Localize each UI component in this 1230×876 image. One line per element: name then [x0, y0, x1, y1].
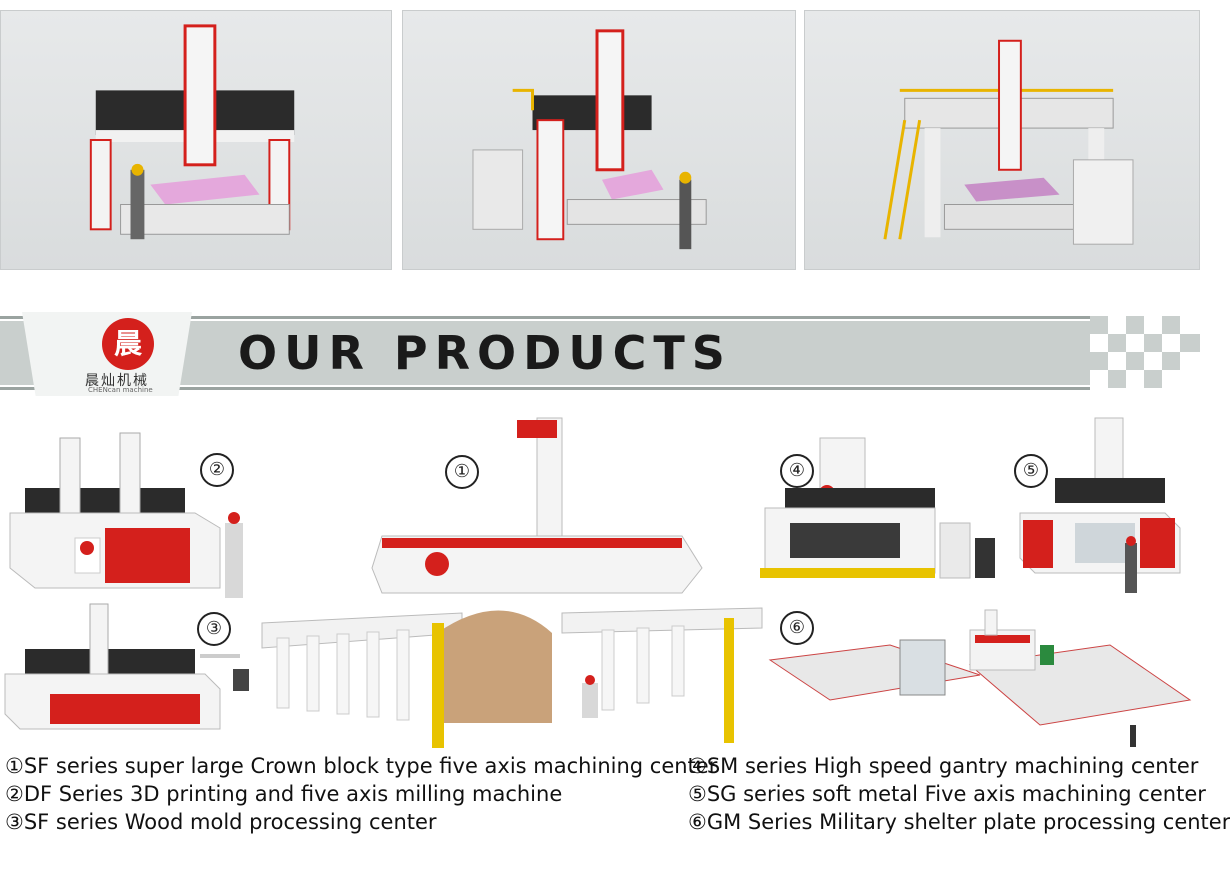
- checker-square: [1144, 334, 1162, 352]
- machine-illustration-3: [883, 39, 1134, 245]
- caption-product-1: ①SF series super large Crown block type …: [5, 754, 718, 778]
- banner-top-line: [0, 316, 1090, 319]
- sf-wood-mold-machine-illustration: [4, 603, 249, 730]
- section-title: OUR PRODUCTS: [238, 326, 732, 380]
- df-series-machine-illustration: [9, 432, 243, 598]
- product-1-image: [261, 417, 763, 748]
- checker-square: [1162, 316, 1180, 334]
- checker-square: [1162, 352, 1180, 370]
- checker-square: [1108, 334, 1126, 352]
- photo-gantry-machine-3: [804, 10, 1200, 270]
- product-3-number: ③: [197, 612, 231, 646]
- company-name-cn: 晨灿机械: [85, 373, 149, 389]
- machine-illustration-1: [89, 24, 295, 240]
- captions-left: ①SF series super large Crown block type …: [5, 752, 717, 836]
- caption-product-3: ③SF series Wood mold processing center: [5, 810, 437, 834]
- company-logo-icon: 晨: [102, 318, 154, 370]
- checker-square: [1126, 352, 1144, 370]
- sf-crown-block-machine-illustration: [261, 417, 763, 748]
- sg-soft-metal-machine-illustration: [1019, 417, 1181, 593]
- product-4-number: ④: [780, 454, 814, 488]
- machine-illustration-2: [472, 29, 707, 250]
- product-3-image: [4, 603, 255, 744]
- checker-square: [1108, 370, 1126, 388]
- company-name-en: CHENcan machine: [88, 386, 153, 394]
- checker-square: [1126, 316, 1144, 334]
- our-products-banner: 晨 晨灿机械 CHENcan machine OUR PRODUCTS: [0, 312, 1200, 396]
- captions-right: ④SM series High speed gantry machining c…: [688, 752, 1230, 836]
- sm-gantry-machine-illustration: [760, 437, 995, 579]
- photo-gantry-machine-2: [402, 10, 796, 270]
- top-photo-strip: [0, 0, 1200, 278]
- photo-gantry-machine-1: [0, 10, 392, 270]
- product-2-number: ②: [200, 453, 234, 487]
- product-2-image: [5, 428, 255, 603]
- checker-square: [1144, 370, 1162, 388]
- caption-product-2: ②DF Series 3D printing and five axis mil…: [5, 782, 563, 806]
- product-5-number: ⑤: [1014, 454, 1048, 488]
- caption-product-6: ⑥GM Series Military shelter plate proces…: [688, 810, 1230, 834]
- product-6-number: ⑥: [780, 611, 814, 645]
- checker-square: [1090, 352, 1108, 370]
- checker-square: [1180, 334, 1200, 352]
- logo-tab: 晨 晨灿机械 CHENcan machine: [22, 312, 192, 396]
- product-1-number: ①: [445, 455, 479, 489]
- caption-product-5: ⑤SG series soft metal Five axis machinin…: [688, 782, 1206, 806]
- product-6-image: [768, 605, 1198, 750]
- gm-shelter-plate-machine-illustration: [768, 609, 1192, 747]
- product-4-image: [760, 428, 1010, 588]
- caption-product-4: ④SM series High speed gantry machining c…: [688, 754, 1199, 778]
- checker-square: [1090, 316, 1108, 334]
- banner-bottom-line: [0, 387, 1090, 390]
- product-5-image: [1015, 417, 1197, 596]
